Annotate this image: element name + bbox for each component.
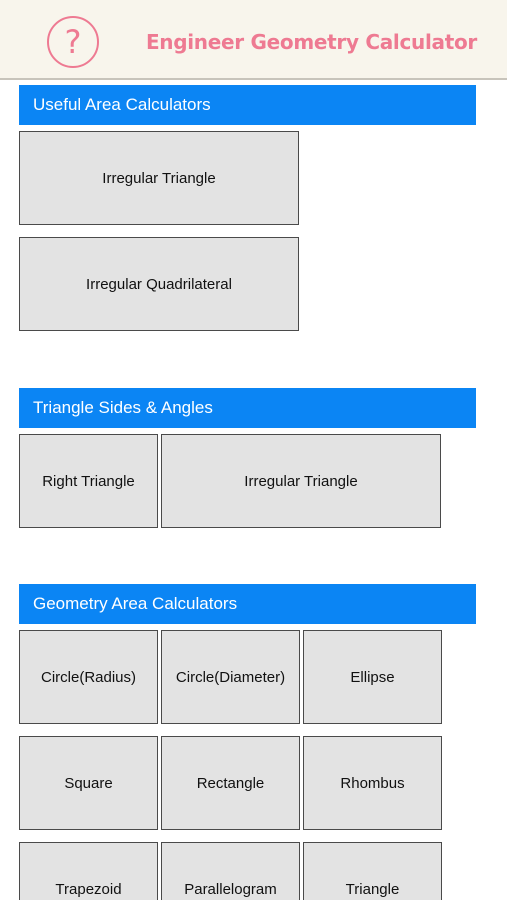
section-header-geometry-area: Geometry Area Calculators <box>19 584 476 624</box>
circle-diameter-button[interactable]: Circle(Diameter) <box>161 630 300 724</box>
question-mark-icon[interactable]: ? <box>47 16 99 68</box>
rectangle-button[interactable]: Rectangle <box>161 736 300 830</box>
trapezoid-button[interactable]: Trapezoid <box>19 842 158 900</box>
triangle-button[interactable]: Triangle <box>303 842 442 900</box>
app-header: ? Engineer Geometry Calculator <box>0 0 507 80</box>
square-button[interactable]: Square <box>19 736 158 830</box>
rhombus-button[interactable]: Rhombus <box>303 736 442 830</box>
parallelogram-button[interactable]: Parallelogram <box>161 842 300 900</box>
circle-radius-button[interactable]: Circle(Radius) <box>19 630 158 724</box>
irregular-triangle-area-button[interactable]: Irregular Triangle <box>19 131 299 225</box>
ellipse-button[interactable]: Ellipse <box>303 630 442 724</box>
section-header-useful-area: Useful Area Calculators <box>19 85 476 125</box>
irregular-quadrilateral-area-button[interactable]: Irregular Quadrilateral <box>19 237 299 331</box>
section-header-triangle-sides: Triangle Sides & Angles <box>19 388 476 428</box>
irregular-triangle-sides-button[interactable]: Irregular Triangle <box>161 434 441 528</box>
right-triangle-button[interactable]: Right Triangle <box>19 434 158 528</box>
app-title: Engineer Geometry Calculator <box>145 30 477 54</box>
